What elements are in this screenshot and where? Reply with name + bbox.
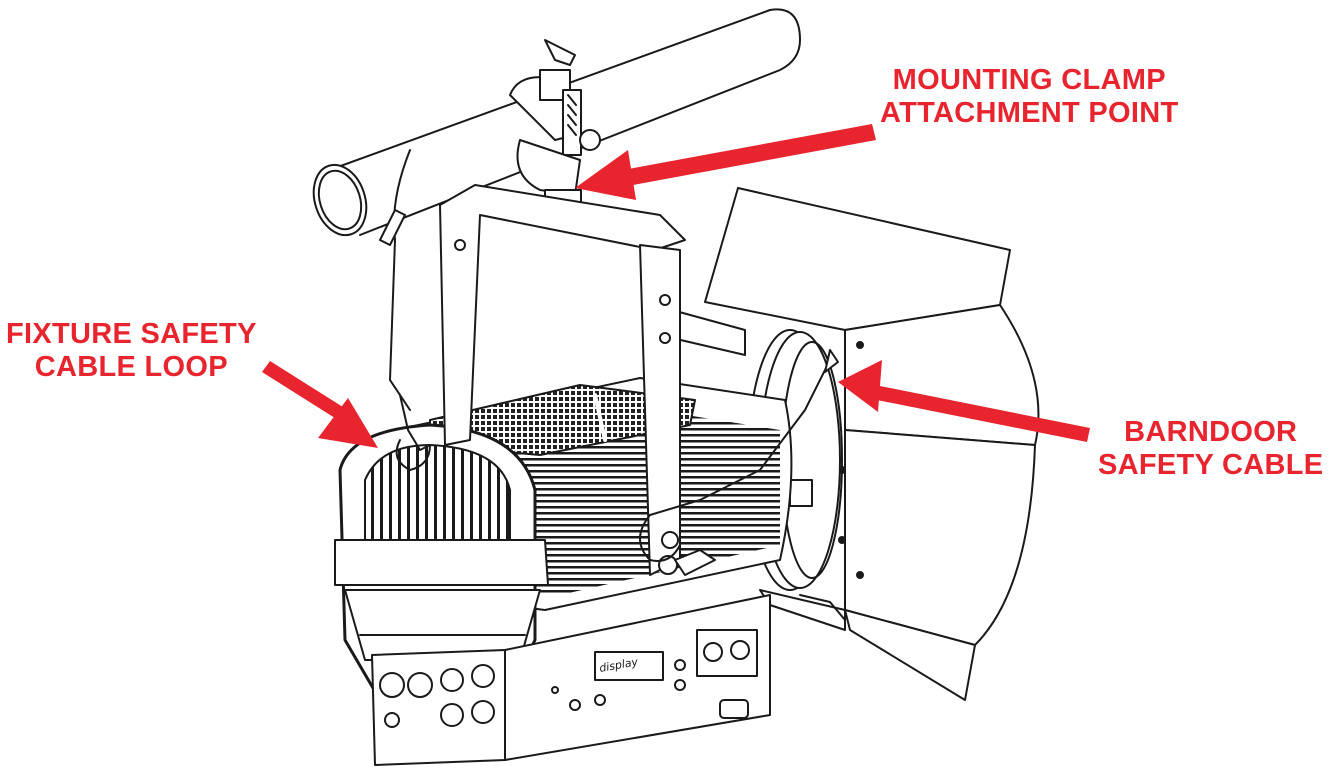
barndoor-safety-label-line2: SAFETY CABLE [1098, 448, 1324, 481]
mounting-clamp-arrow [575, 124, 876, 200]
fixture-safety-label-line1: FIXTURE SAFETY [6, 318, 257, 350]
barndoor-safety-arrow [838, 360, 1090, 442]
barndoors [704, 187, 1040, 701]
mounting-clamp-label: MOUNTING CLAMP ATTACHMENT POINT [880, 64, 1179, 130]
rear-housing [334, 423, 549, 702]
fixture-safety-arrow [262, 361, 378, 448]
barndoor-safety-label-line1: BARNDOOR [1124, 416, 1298, 448]
connector-panel [371, 594, 771, 766]
mounting-clamp-label-line1: MOUNTING CLAMP [892, 64, 1166, 96]
fixture-safety-label: FIXTURE SAFETY CABLE LOOP [6, 318, 257, 384]
fixture-safety-label-line2: CABLE LOOP [34, 350, 228, 383]
barndoor-safety-label: BARNDOOR SAFETY CABLE [1098, 416, 1323, 482]
yoke [439, 184, 716, 576]
safety-cable [379, 149, 846, 621]
mounting-clamp-label-line2: ATTACHMENT POINT [880, 96, 1179, 129]
callout-arrows [262, 124, 1090, 448]
